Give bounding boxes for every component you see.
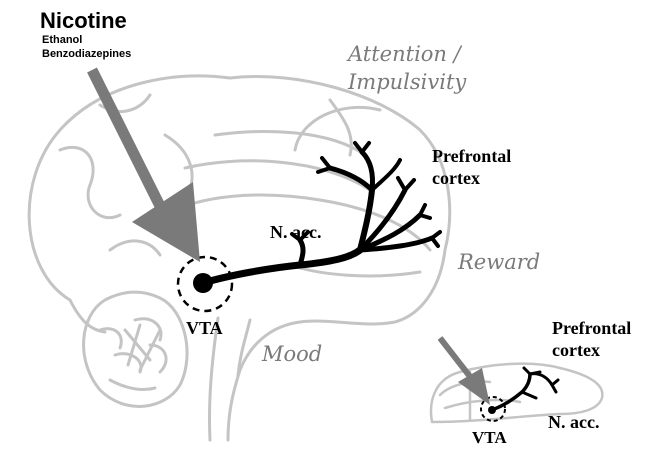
human-vta-label: VTA bbox=[186, 318, 223, 339]
rodent-dopamine-pathway bbox=[488, 368, 558, 414]
human-prefrontal-label: Prefrontal bbox=[432, 146, 511, 167]
function-label-impulsivity: Impulsivity bbox=[348, 70, 466, 94]
rodent-drug-arrow bbox=[440, 338, 490, 405]
human-cortex-label: cortex bbox=[432, 168, 480, 189]
function-label-attention: Attention / bbox=[348, 42, 461, 66]
function-label-reward: Reward bbox=[458, 250, 540, 274]
rodent-cortex-label: cortex bbox=[552, 340, 600, 361]
drug-label-benzodiazepines: Benzodiazepines bbox=[42, 48, 131, 60]
rodent-nacc-label: N. acc. bbox=[548, 412, 599, 433]
human-nacc-label: N. acc. bbox=[270, 222, 321, 243]
human-brain-outline bbox=[29, 76, 450, 440]
drug-label-nicotine: Nicotine bbox=[40, 8, 127, 34]
rodent-prefrontal-label: Prefrontal bbox=[552, 318, 631, 339]
drug-label-ethanol: Ethanol bbox=[42, 34, 82, 46]
rodent-vta-label: VTA bbox=[472, 428, 507, 448]
function-label-mood: Mood bbox=[262, 342, 322, 366]
